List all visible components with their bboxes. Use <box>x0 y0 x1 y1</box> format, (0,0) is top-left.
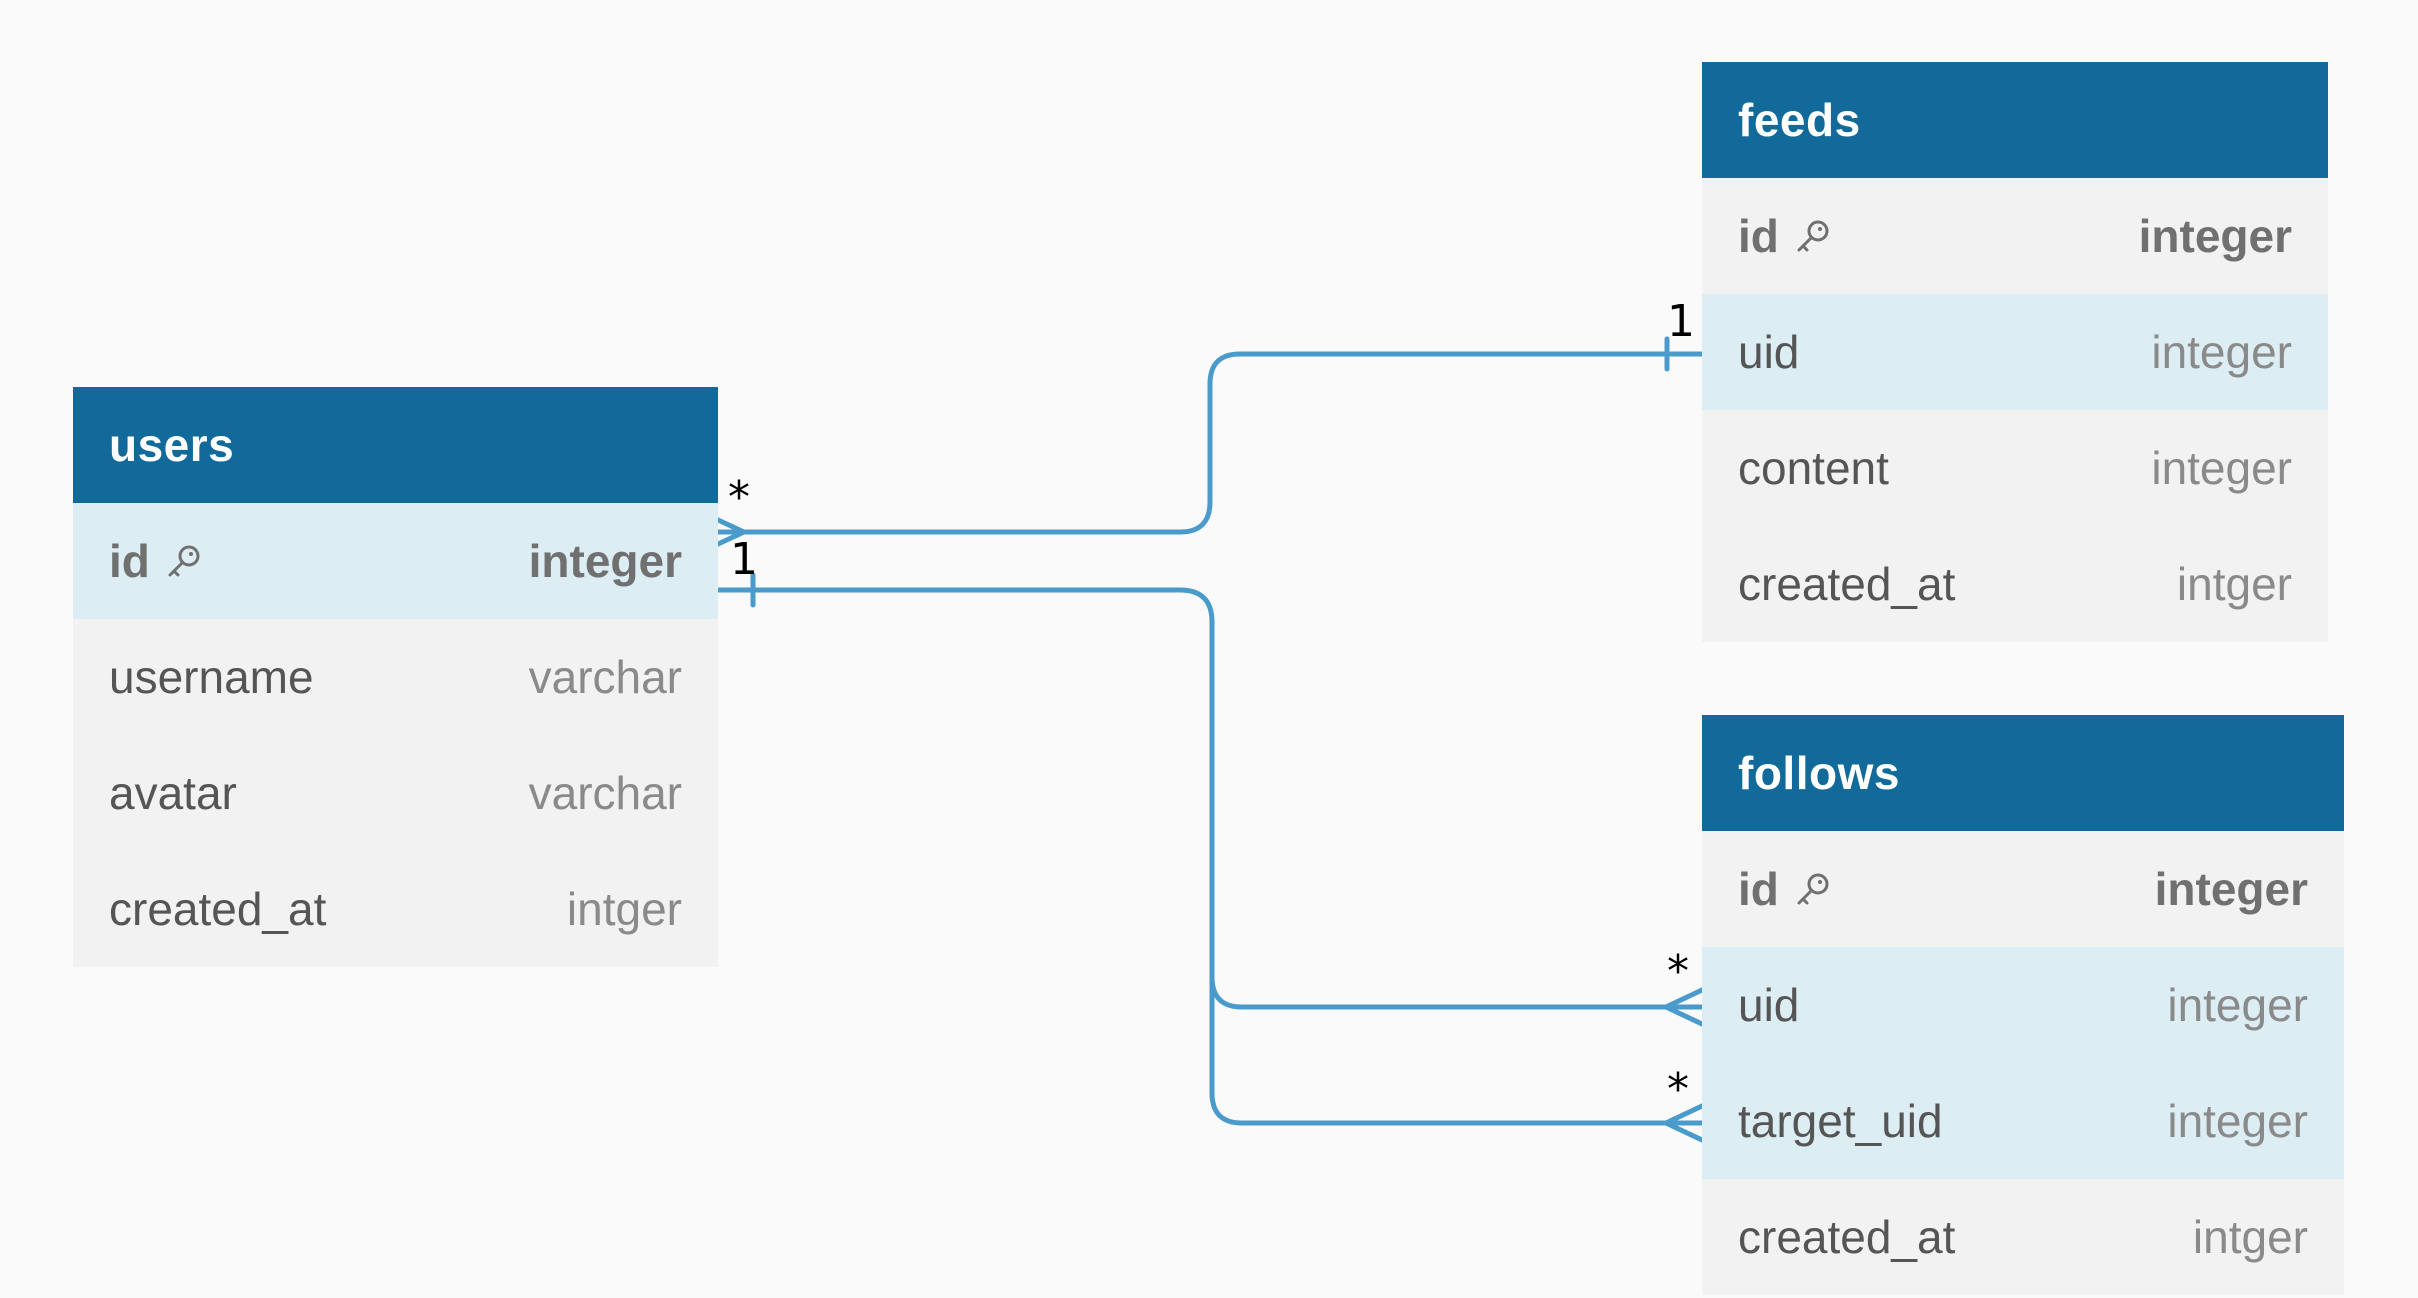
field-type: varchar <box>528 651 682 703</box>
field-type: intger <box>2176 558 2292 610</box>
field-type: integer <box>528 535 682 587</box>
table-header[interactable]: feeds <box>1702 62 2328 178</box>
crowfoot-follows-target <box>1663 1103 1705 1143</box>
field-name: id <box>1738 210 1779 262</box>
crowfoot-users-feeds <box>715 517 747 547</box>
cardinality-feeds-one: 1 <box>1667 296 1695 347</box>
key-icon <box>168 545 200 577</box>
field-row[interactable]: id integer <box>1702 178 2328 294</box>
field-type: varchar <box>528 767 682 819</box>
link-users-feeds <box>715 351 1705 535</box>
field-row[interactable]: id integer <box>1702 831 2344 947</box>
field-row[interactable]: username varchar <box>73 619 718 735</box>
key-icon <box>1797 873 1829 905</box>
field-row[interactable]: created_at intger <box>1702 1179 2344 1295</box>
table-header[interactable]: follows <box>1702 715 2344 831</box>
field-row[interactable]: avatar varchar <box>73 735 718 851</box>
field-name: uid <box>1738 979 1800 1031</box>
field-row[interactable]: target_uid integer <box>1702 1063 2344 1179</box>
field-row[interactable]: uid integer <box>1702 947 2344 1063</box>
field-name: created_at <box>109 883 327 935</box>
field-type: integer <box>2151 326 2292 378</box>
field-row[interactable]: created_at intger <box>1702 526 2328 642</box>
field-row[interactable]: created_at intger <box>73 851 718 967</box>
table-feeds[interactable]: feeds id integer uid integer content int… <box>1702 62 2328 642</box>
field-name: id <box>1738 863 1779 915</box>
field-row[interactable]: id integer <box>73 503 718 619</box>
field-type: integer <box>2151 442 2292 494</box>
field-type: integer <box>2138 210 2292 262</box>
table-users[interactable]: users id integer username varchar avatar… <box>73 387 718 967</box>
table-follows[interactable]: follows id integer uid integer target_ui… <box>1702 715 2344 1295</box>
field-name: avatar <box>109 767 237 819</box>
link-users-follows-target <box>1209 619 1705 1126</box>
cardinality-users-one: 1 <box>730 534 758 585</box>
field-name: username <box>109 651 314 703</box>
field-name: created_at <box>1738 558 1956 610</box>
field-type: intger <box>2192 1211 2308 1263</box>
field-name: content <box>1738 442 1889 494</box>
field-name: uid <box>1738 326 1800 378</box>
table-header[interactable]: users <box>73 387 718 503</box>
field-type: integer <box>2167 979 2308 1031</box>
cardinality-users-many: * <box>728 472 750 523</box>
field-type: integer <box>2154 863 2308 915</box>
field-name: created_at <box>1738 1211 1956 1263</box>
field-row[interactable]: uid integer <box>1702 294 2328 410</box>
cardinality-follows-uid-many: * <box>1667 946 1689 997</box>
field-type: integer <box>2167 1095 2308 1147</box>
field-type: intger <box>566 883 682 935</box>
field-row[interactable]: content integer <box>1702 410 2328 526</box>
field-name: id <box>109 535 150 587</box>
crowfoot-follows-uid <box>1663 987 1705 1027</box>
key-icon <box>1797 220 1829 252</box>
cardinality-follows-target-many: * <box>1667 1064 1689 1115</box>
field-name: target_uid <box>1738 1095 1943 1147</box>
